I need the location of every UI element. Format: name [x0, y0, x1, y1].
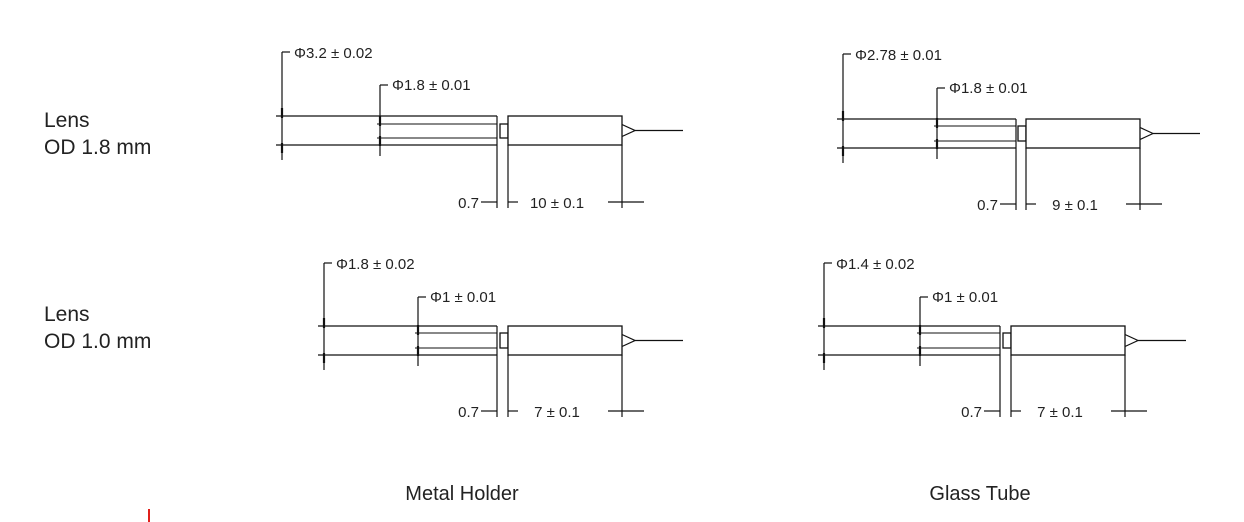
- lens-body: [507, 115, 623, 146]
- lens-length-label: 9 ± 0.1: [1052, 197, 1098, 214]
- lens-cap: [499, 332, 509, 349]
- lens-cap: [499, 123, 509, 139]
- outer-diameter-label: Φ1.8 ± 0.02: [336, 256, 415, 273]
- lens-taper: [1139, 126, 1155, 141]
- gap-length-label: 0.7: [458, 195, 479, 212]
- outer-diameter-label: Φ2.78 ± 0.01: [855, 47, 942, 64]
- lens-panel-4: Φ1.4 ± 0.02 Φ1 ± 0.01 0.7 7 ± 0.1: [818, 256, 1186, 421]
- inner-diameter-label: Φ1.8 ± 0.01: [949, 80, 1028, 97]
- gap-length-label: 0.7: [977, 197, 998, 214]
- column-label-glass-tube: Glass Tube: [929, 483, 1031, 505]
- row-label-line2: OD 1.8 mm: [44, 136, 152, 159]
- gap-length-label: 0.7: [961, 404, 982, 421]
- gap-length-label: 0.7: [458, 404, 479, 421]
- outer-diameter-label: Φ3.2 ± 0.02: [294, 45, 373, 62]
- column-label-metal-holder: Metal Holder: [405, 483, 519, 505]
- inner-diameter-label: Φ1.8 ± 0.01: [392, 77, 471, 94]
- row-label-line1: Lens: [44, 109, 90, 132]
- red-edge-mark: [148, 509, 152, 522]
- row-label-lens-od-1-8: Lens OD 1.8 mm: [44, 107, 151, 161]
- lens-cap: [1002, 332, 1012, 349]
- row-label-line1: Lens: [44, 303, 90, 326]
- lens-cap: [1017, 125, 1027, 142]
- lens-taper: [1124, 333, 1140, 348]
- lens-body: [1025, 118, 1141, 149]
- inner-diameter-label: Φ1 ± 0.01: [932, 289, 998, 306]
- lens-length-label: 7 ± 0.1: [534, 404, 580, 421]
- lens-taper: [621, 123, 637, 138]
- outer-diameter-label: Φ1.4 ± 0.02: [836, 256, 915, 273]
- lens-length-label: 7 ± 0.1: [1037, 404, 1083, 421]
- lens-length-label: 10 ± 0.1: [530, 195, 584, 212]
- row-label-lens-od-1-0: Lens OD 1.0 mm: [44, 301, 151, 355]
- inner-diameter-label: Φ1 ± 0.01: [430, 289, 496, 306]
- lens-taper: [621, 333, 637, 348]
- lens-body: [507, 325, 623, 356]
- lens-panel-3: Φ1.8 ± 0.02 Φ1 ± 0.01 0.7 7 ± 0.1: [318, 256, 683, 421]
- lens-body: [1010, 325, 1126, 356]
- row-label-line2: OD 1.0 mm: [44, 330, 152, 353]
